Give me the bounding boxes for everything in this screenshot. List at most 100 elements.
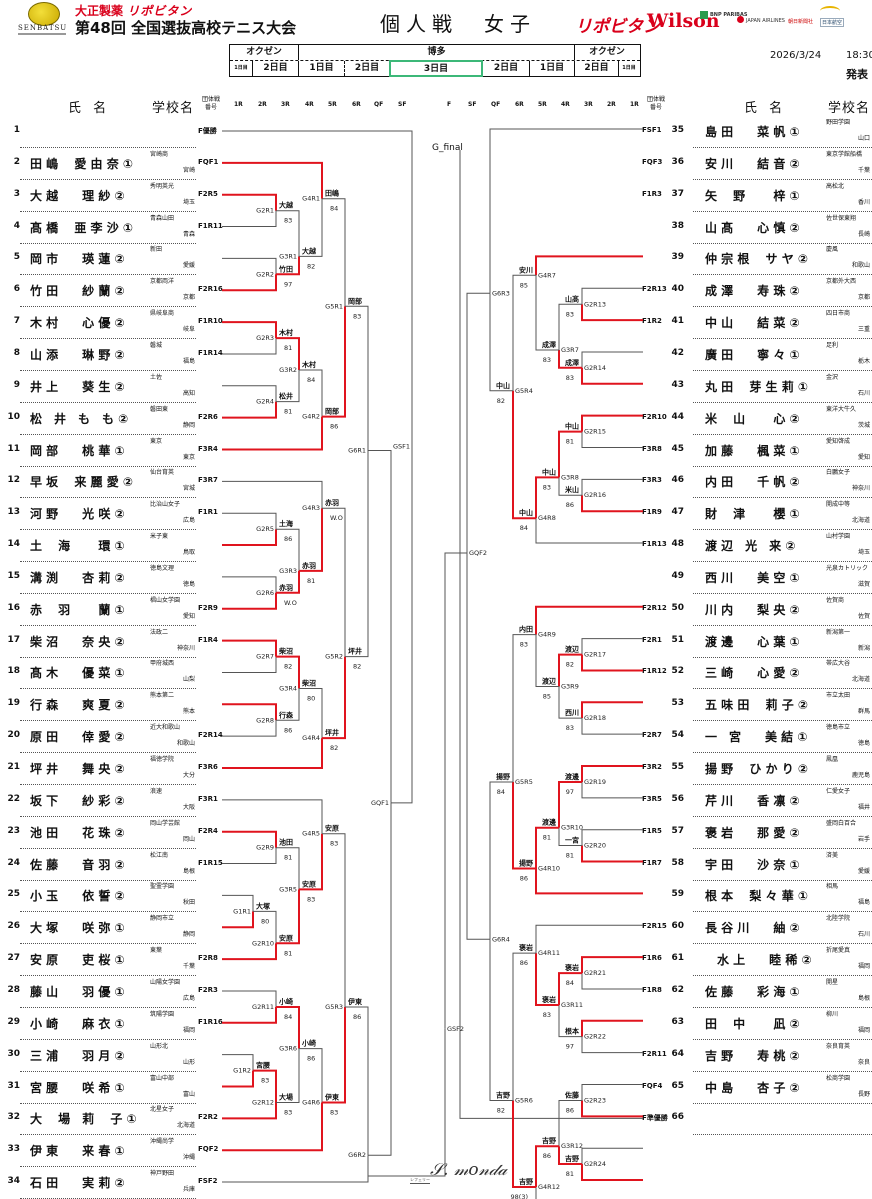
match-score: 82 — [353, 663, 361, 671]
winner-name: 行森 — [278, 710, 294, 719]
row-divider — [693, 911, 872, 913]
row-number: 48 — [671, 539, 684, 550]
match-score: 83 — [307, 895, 315, 903]
school-name: 足利 — [826, 341, 839, 349]
row-divider — [693, 401, 872, 403]
row-divider — [20, 561, 196, 563]
prefecture: 滋賀 — [857, 580, 870, 588]
bracket-line — [535, 476, 559, 519]
prefecture: 愛媛 — [857, 867, 870, 875]
game-label: G3R8 — [561, 473, 579, 481]
row-divider — [693, 975, 872, 977]
game-label: G1R2 — [233, 1067, 251, 1075]
game-label: G2R12 — [252, 1099, 274, 1107]
row-number: 66 — [671, 1112, 684, 1123]
game-label: G3R9 — [561, 682, 579, 690]
prefecture: 埼玉 — [182, 198, 195, 206]
game-label: G6R3 — [492, 289, 510, 297]
match-score: 81 — [307, 577, 315, 585]
player-name: 財 津 櫻 ① — [705, 507, 800, 522]
player-name: 宮 腰 咲 希 ① — [30, 1080, 125, 1095]
winner-name: 吉野 — [565, 1154, 579, 1163]
match-score: 85 — [543, 692, 551, 700]
match-score: 86 — [353, 1013, 361, 1021]
bracket-line — [222, 1102, 323, 1152]
bracket-line — [535, 255, 643, 276]
bracket-line — [368, 450, 392, 803]
bracket-line — [535, 826, 559, 869]
school-name: 高松北 — [826, 182, 845, 190]
referee-label: レフェリー — [410, 1177, 430, 1184]
school-name: 新田 — [150, 246, 163, 254]
game-label: G2R11 — [252, 1003, 274, 1011]
bracket-line — [222, 656, 277, 673]
game-label: G4R5 — [302, 830, 320, 838]
prefecture: 山口 — [857, 135, 870, 142]
winner-name: 宮腰 — [256, 1061, 270, 1070]
name-header-left: 氏 名 — [68, 101, 111, 116]
row-divider — [20, 720, 196, 722]
team-code: F2R2 — [198, 1113, 218, 1122]
row-divider — [20, 1070, 196, 1072]
winner-name: 大塚 — [256, 901, 270, 910]
player-name: 髙 橋 亜 李 沙 ① — [30, 220, 134, 235]
game-label: GQF1 — [371, 799, 389, 807]
bracket-line — [581, 765, 643, 782]
bracket-line — [222, 830, 277, 848]
player-name: 大 越 理 紗 ② — [30, 188, 125, 203]
prefecture: 宮崎 — [182, 166, 195, 174]
prefecture: 秋田 — [182, 899, 195, 907]
bracket-line — [299, 369, 323, 417]
prefecture: 鹿児島 — [851, 772, 870, 779]
row-divider — [20, 497, 196, 499]
bracket-line — [222, 847, 277, 865]
team-code: F2R7 — [642, 731, 662, 740]
row-divider — [20, 943, 196, 945]
row-number: 20 — [7, 730, 20, 741]
team-code: F1R2 — [642, 317, 662, 326]
match-score: 86 — [330, 423, 338, 431]
row-number: 8 — [13, 347, 20, 358]
prefecture: 愛知 — [182, 612, 195, 620]
match-score: 86 — [284, 535, 292, 543]
bracket-line — [581, 414, 643, 432]
game-label: G3R3 — [279, 567, 297, 575]
row-divider — [20, 433, 196, 435]
venue-okuzen-left: オクゼン — [230, 45, 299, 60]
prefecture: 和歌山 — [176, 740, 195, 748]
school-name: 慶風 — [826, 246, 839, 254]
game-label: G3R10 — [561, 824, 583, 832]
winner-name: 吉野 — [519, 1177, 533, 1186]
bracket-line — [581, 1084, 643, 1101]
prefecture: 石川 — [857, 389, 870, 397]
prefecture: 山形 — [182, 1058, 195, 1066]
row-number: 13 — [7, 507, 20, 518]
school-name: 米子東 — [150, 533, 169, 541]
winner-name: 安原 — [279, 933, 293, 942]
prefecture: 福岡 — [857, 963, 870, 971]
row-number: 43 — [671, 379, 684, 390]
prefecture: 岩手 — [857, 835, 870, 843]
row-number: 5 — [13, 252, 20, 263]
player-name: 内 田 千 帆 ② — [705, 475, 800, 490]
player-name: 一 宮 美 結 ① — [705, 730, 808, 745]
bracket-line — [581, 973, 643, 990]
school-name: 磐田東 — [150, 405, 169, 413]
row-divider — [693, 178, 872, 180]
bracket-line — [581, 1036, 643, 1054]
player-name: 安 原 吏 桜 ① — [30, 953, 125, 968]
bracket-line — [512, 274, 536, 391]
name-header-right: 氏 名 — [744, 101, 787, 116]
row-divider — [20, 1134, 196, 1136]
prefecture: 山梨 — [182, 676, 195, 684]
round-header-right: SF — [468, 101, 477, 108]
row-divider — [20, 592, 196, 594]
prefecture: 宮城 — [182, 485, 195, 493]
game-label: G4R10 — [538, 865, 560, 873]
prefecture: 岐阜 — [182, 326, 195, 334]
team-code: F3R1 — [198, 794, 218, 803]
bracket-line — [558, 430, 582, 478]
row-divider — [693, 369, 872, 371]
round-header-left: 3R — [281, 101, 290, 108]
match-score: 86 — [566, 501, 574, 509]
